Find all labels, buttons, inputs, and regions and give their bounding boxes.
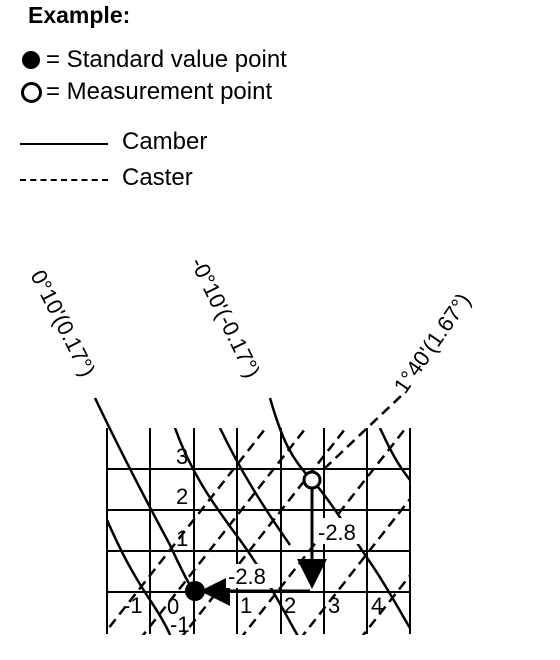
y-tick-label: -1	[170, 612, 190, 637]
open-circle-icon	[16, 81, 46, 103]
example-title: Example:	[28, 2, 131, 28]
y-tick-label: 1	[176, 526, 188, 551]
horizontal-delta-label: -2.8	[228, 564, 266, 589]
camber-curve	[173, 428, 299, 635]
camber-line-sample	[20, 143, 108, 145]
vertical-delta-label: -2.8	[318, 520, 356, 545]
legend-measurement-row: = Measurement point	[16, 78, 272, 106]
camber-negative-label: -0°10'(-0.17°)	[186, 253, 266, 381]
legend-standard-row: = Standard value point	[16, 46, 287, 74]
caster-line	[181, 428, 348, 635]
camber-curve-neg	[268, 397, 412, 629]
camber-curve	[107, 519, 172, 635]
measurement-point	[302, 470, 322, 490]
caster-label-leader	[323, 394, 403, 470]
x-tick-label: 1	[240, 593, 252, 618]
caster-line	[241, 428, 408, 635]
y-tick-label: 3	[176, 444, 188, 469]
legend-camber-label: Camber	[122, 128, 208, 155]
legend-measurement-label: = Measurement point	[46, 78, 273, 105]
filled-circle-icon	[16, 51, 46, 69]
x-tick-label: 4	[371, 593, 383, 618]
x-tick-label: 3	[328, 593, 340, 618]
x-tick-label: 2	[284, 593, 296, 618]
standard-value-point	[185, 581, 205, 601]
camber-curve	[218, 428, 292, 546]
caster-line	[301, 497, 410, 635]
caster-line	[107, 428, 268, 633]
y-tick-label: 0	[167, 594, 179, 619]
caster-label: 1°40'(1.67°)	[389, 289, 476, 398]
x-tick-label: -1	[123, 593, 143, 618]
legend-standard-label: = Standard value point	[46, 46, 287, 73]
camber-positive-label: 0°10'(0.17°)	[26, 266, 101, 381]
legend-caster-label: Caster	[122, 164, 193, 191]
y-tick-label: 2	[176, 484, 188, 509]
caster-line	[141, 428, 308, 635]
camber-curve-pos	[93, 397, 196, 593]
camber-curve	[378, 428, 410, 481]
caster-line-sample	[20, 179, 108, 181]
